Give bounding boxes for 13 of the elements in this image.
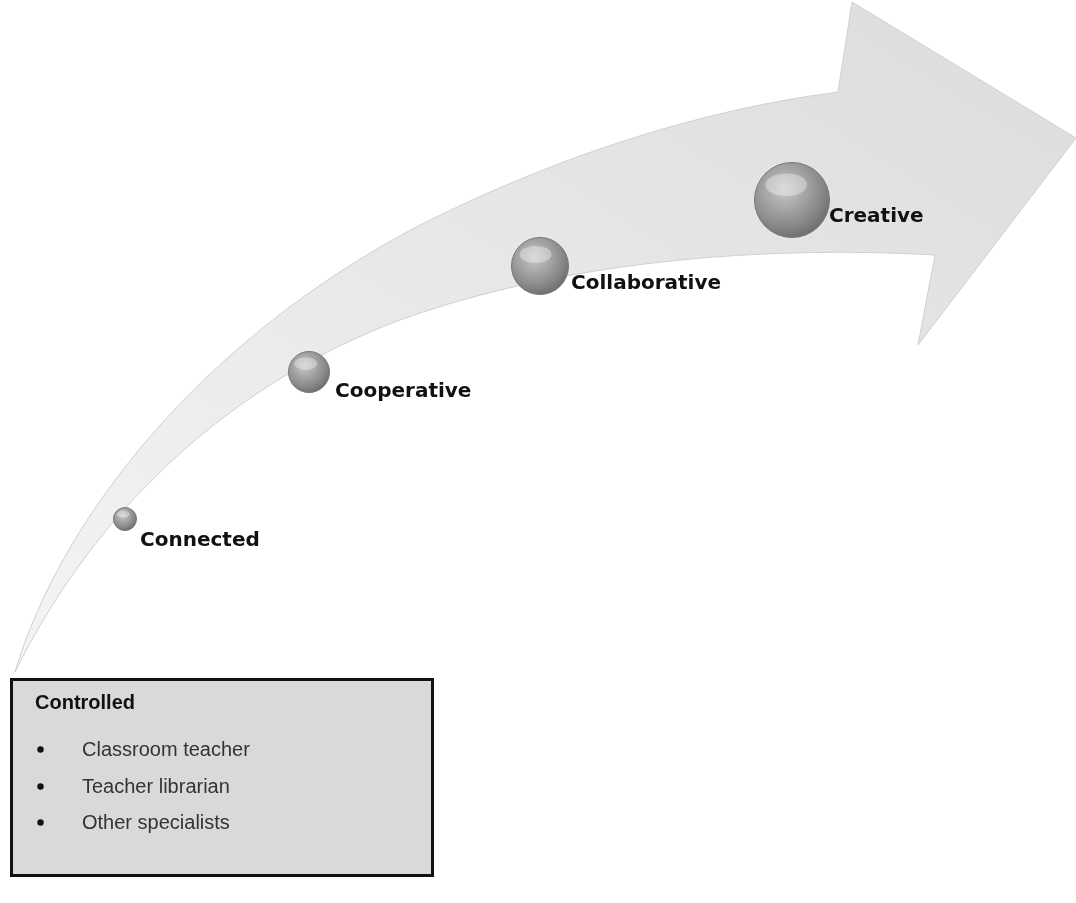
box-heading: Controlled: [35, 691, 135, 714]
list-item: Teacher librarian: [82, 774, 230, 797]
list-item: Classroom teacher: [82, 738, 250, 760]
stage-label: Creative: [829, 203, 924, 227]
list-item: Other specialists: [82, 811, 230, 833]
sphere-icon: [288, 351, 330, 393]
sphere-icon: [754, 162, 830, 238]
stage-label: Connected: [140, 527, 260, 551]
sphere-icon: [113, 507, 137, 531]
text-box: [10, 678, 434, 877]
stage-label: Cooperative: [335, 378, 472, 402]
sphere-icon: [511, 237, 569, 295]
stage-label: Collaborative: [571, 270, 722, 294]
